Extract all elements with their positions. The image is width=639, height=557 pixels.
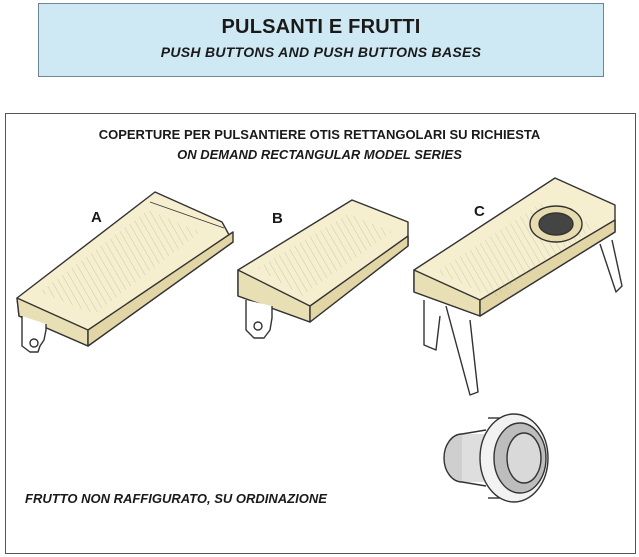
label-a: A	[91, 209, 102, 226]
panel-subtitle: ON DEMAND RECTANGULAR MODEL SERIES	[177, 147, 462, 162]
cover-c-illustration	[413, 177, 623, 396]
label-b: B	[272, 210, 283, 227]
cover-b-illustration	[237, 199, 409, 339]
header-banner: PULSANTI E FRUTTI PUSH BUTTONS AND PUSH …	[38, 3, 604, 77]
cover-a-illustration	[16, 191, 234, 353]
label-c: C	[474, 203, 485, 220]
push-button-base-illustration	[443, 413, 549, 503]
header-subtitle: PUSH BUTTONS AND PUSH BUTTONS BASES	[160, 44, 482, 60]
footnote: FRUTTO NON RAFFIGURATO, SU ORDINAZIONE	[25, 491, 327, 506]
header-title: PULSANTI E FRUTTI	[221, 16, 421, 38]
panel-title: COPERTURE PER PULSANTIERE OTIS RETTANGOL…	[98, 127, 541, 142]
